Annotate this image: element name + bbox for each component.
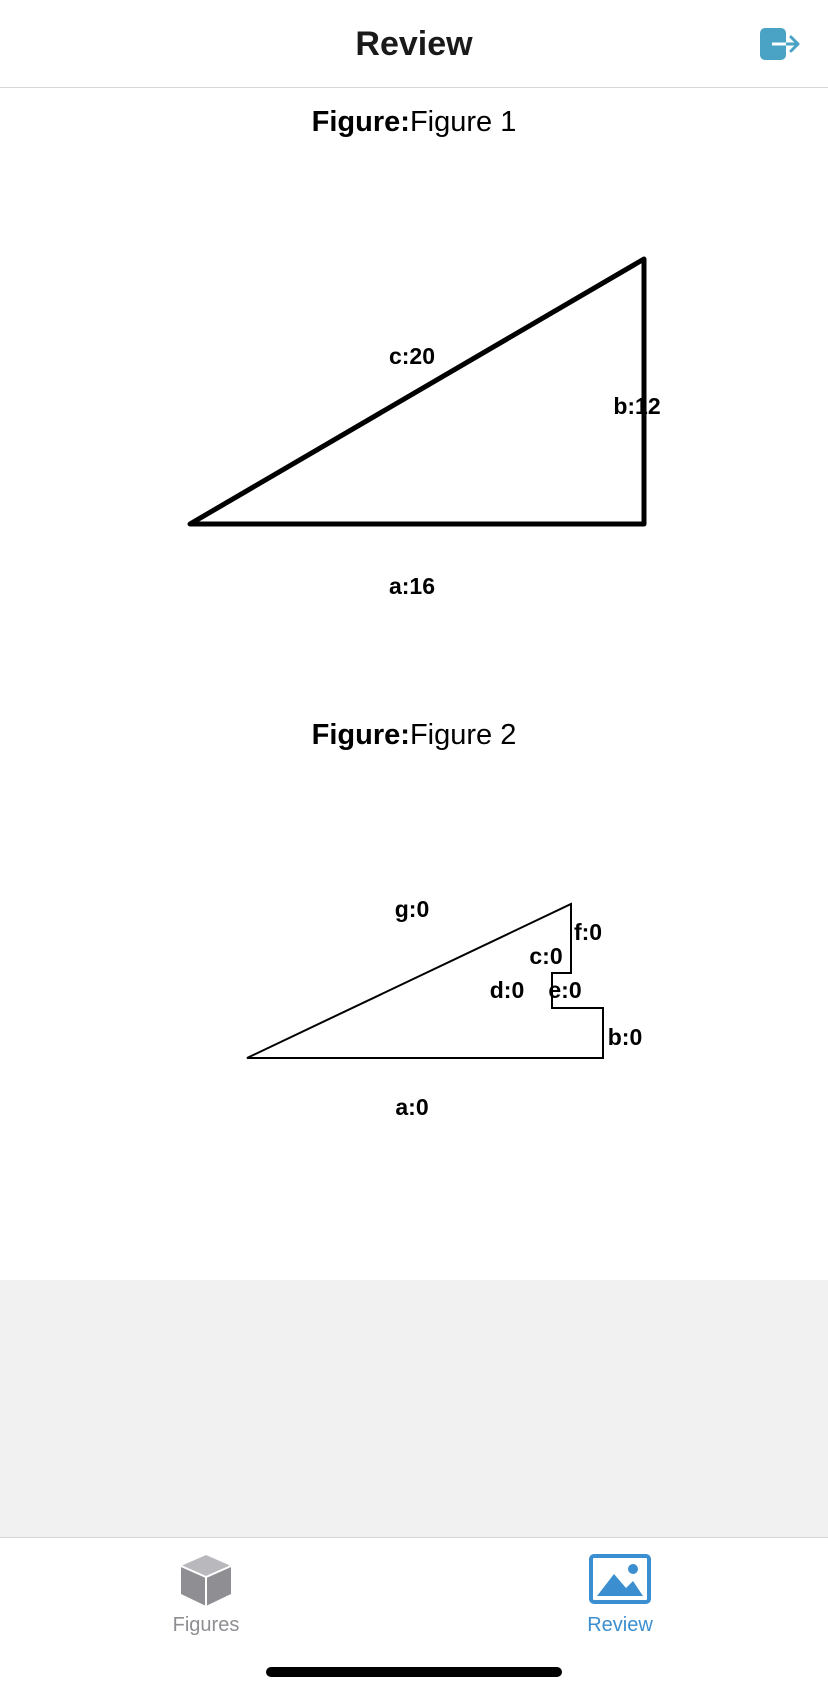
- page-title: Review: [355, 25, 473, 63]
- figure-1-drawing: c:20 b:12 a:16: [187, 256, 661, 599]
- cube-icon: [180, 1555, 232, 1606]
- tab-review[interactable]: Review: [520, 1552, 720, 1652]
- figure-2-edge-g-label: g:0: [395, 896, 430, 922]
- figure-1-edge-c-label: c:20: [389, 343, 435, 369]
- figure-1-heading: Figure:Figure 1: [0, 106, 828, 139]
- tab-figures-label: Figures: [172, 1614, 240, 1636]
- navigation-bar: Review: [0, 0, 828, 88]
- figure-2-edge-b-label: b:0: [608, 1024, 643, 1050]
- figure-1-heading-label: Figure:: [311, 106, 410, 138]
- figure-2-shape: [246, 902, 604, 1059]
- home-indicator: [266, 1667, 562, 1677]
- figure-2-edge-c-label: c:0: [529, 943, 562, 969]
- empty-content-area: [0, 1280, 828, 1538]
- figure-1-edge-a-label: a:16: [389, 573, 435, 599]
- figure-2-heading-label: Figure:: [311, 719, 410, 751]
- tab-review-label: Review: [587, 1614, 653, 1636]
- figure-1-heading-name: Figure 1: [409, 106, 517, 138]
- figure-2-edge-e-label: e:0: [548, 977, 581, 1003]
- figure-2-heading: Figure:Figure 2: [0, 719, 828, 752]
- figure-1-edge-b-label: b:12: [613, 393, 660, 419]
- figure-2-edge-f-label: f:0: [574, 919, 602, 945]
- figure-2-drawing: g:0 f:0 c:0 d:0 e:0 b:0 a:0: [246, 896, 643, 1120]
- logout-icon: [760, 28, 800, 60]
- logout-button[interactable]: [754, 22, 804, 66]
- figure-1-triangle: [187, 256, 647, 527]
- figure-2-heading-name: Figure 2: [409, 719, 517, 751]
- tab-figures[interactable]: Figures: [106, 1552, 306, 1652]
- figure-2-edge-a-label: a:0: [395, 1094, 428, 1120]
- image-icon: [589, 1554, 651, 1604]
- figure-2-edge-d-label: d:0: [490, 977, 525, 1003]
